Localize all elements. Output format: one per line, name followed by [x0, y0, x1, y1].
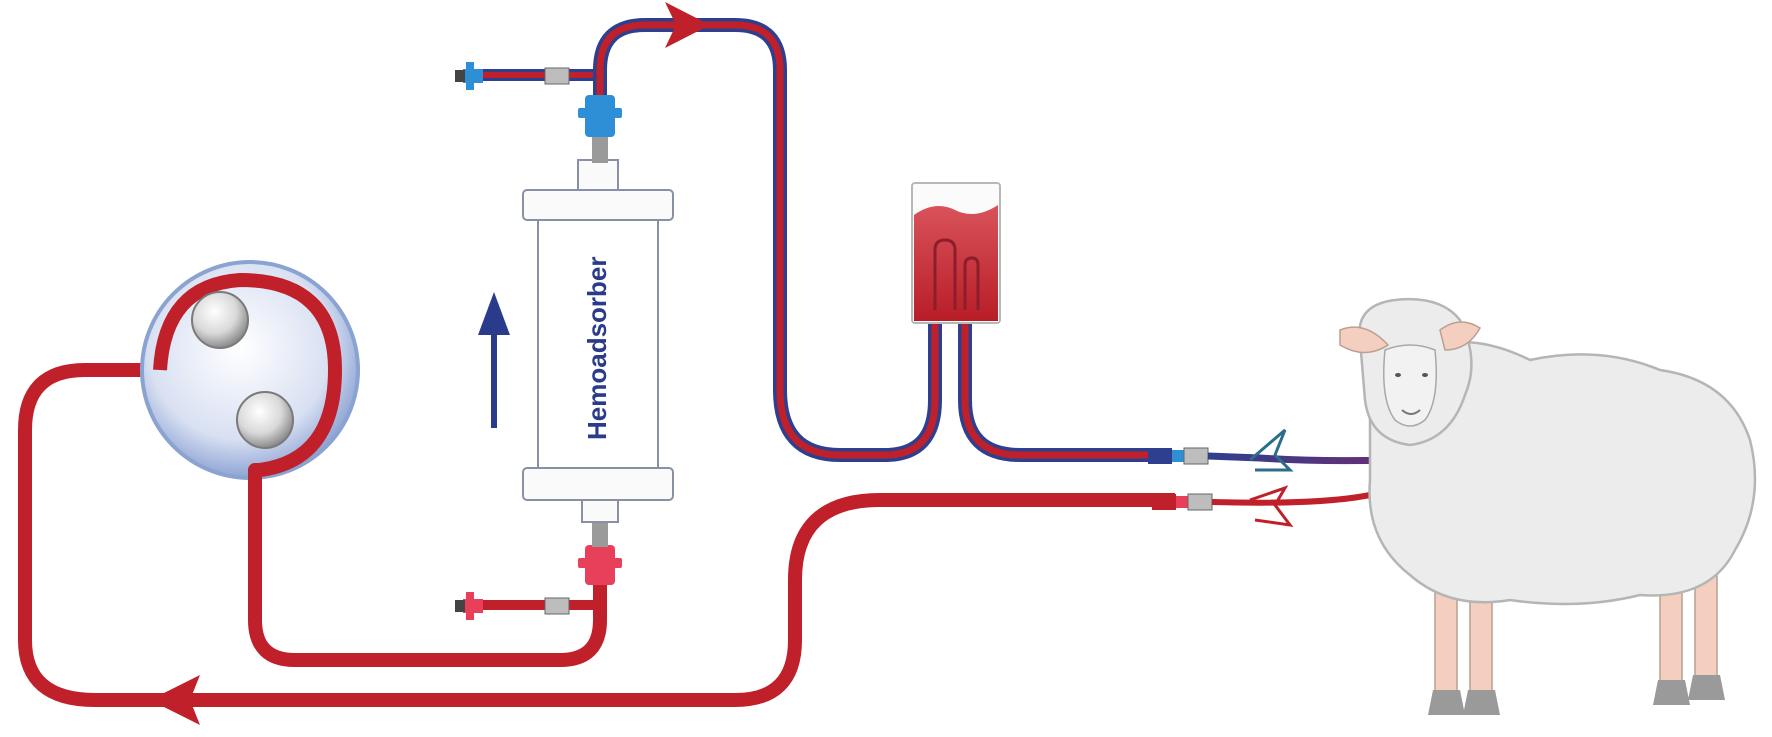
sheep-icon — [1339, 298, 1757, 715]
flow-direction-arrow-right — [665, 2, 710, 48]
pump-roller-top — [191, 291, 249, 349]
tube-clamp-icon — [1249, 428, 1294, 472]
pump-roller-bottom — [236, 391, 294, 449]
tube-clamp-icon — [1249, 485, 1294, 527]
arterial-line — [18, 363, 1175, 725]
pump-segment-tube — [153, 273, 607, 667]
hemoadsorber-cartridge: Hemoadsorber — [522, 95, 674, 585]
flow-direction-arrow-left — [150, 675, 200, 725]
upper-sampling-port — [455, 62, 606, 95]
lower-sampling-port — [455, 590, 605, 620]
roller-pump — [140, 260, 607, 667]
venous-line — [593, 2, 1160, 462]
up-arrow-icon — [478, 292, 510, 428]
blood-reservoir-bag — [911, 182, 1001, 324]
hemoadsorber-label: Hemoadsorber — [582, 257, 612, 441]
